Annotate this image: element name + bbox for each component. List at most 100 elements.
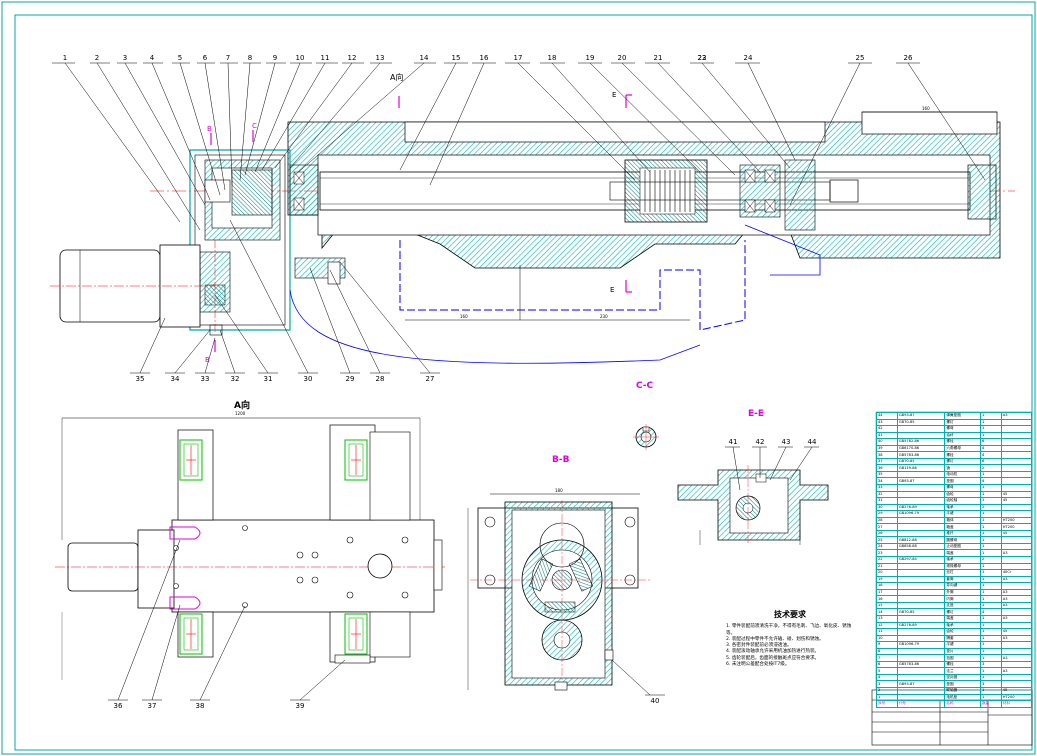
balloons-a-view: 36 37 38 39 bbox=[114, 702, 305, 710]
balloon-44: 44 bbox=[808, 438, 817, 446]
balloon-33: 33 bbox=[201, 375, 210, 383]
balloon-24: 24 bbox=[744, 54, 753, 62]
balloon-8: 8 bbox=[248, 54, 252, 62]
note-item: 5. 齿轮装配后，齿面的接触斑点应符合要求。 bbox=[726, 655, 820, 661]
balloon-29: 29 bbox=[346, 375, 355, 383]
notes-title: 技术要求 bbox=[774, 610, 806, 619]
balloon-42: 42 bbox=[756, 438, 765, 446]
balloon-12: 12 bbox=[348, 54, 357, 62]
balloon-1: 1 bbox=[63, 54, 67, 62]
dim-main-left: 160 bbox=[460, 314, 468, 319]
balloon-38: 38 bbox=[196, 702, 205, 710]
balloon-26: 26 bbox=[904, 54, 913, 62]
parts-header-cell: 材料 bbox=[1000, 700, 1033, 708]
balloon-22: 22 bbox=[698, 54, 707, 62]
balloon-6: 6 bbox=[203, 54, 208, 62]
balloon-10: 10 bbox=[296, 54, 305, 62]
section-bb: 180 bbox=[467, 488, 650, 691]
balloon-13: 13 bbox=[376, 54, 385, 62]
balloon-39: 39 bbox=[296, 702, 305, 710]
parts-header-cell: 数量 bbox=[979, 700, 1002, 708]
balloons-ee: 41 42 43 44 bbox=[729, 438, 817, 446]
balloon-7: 7 bbox=[226, 54, 230, 62]
balloon-21: 21 bbox=[654, 54, 663, 62]
leader-lines-a-view bbox=[108, 539, 346, 701]
balloon-41: 41 bbox=[729, 438, 738, 446]
balloon-35: 35 bbox=[136, 375, 145, 383]
balloon-40: 40 bbox=[651, 697, 660, 705]
note-item: 4. 装配滚动轴承允许采用机油加热进行热装。 bbox=[726, 649, 820, 655]
balloon-25: 25 bbox=[856, 54, 865, 62]
balloon-27: 27 bbox=[426, 375, 435, 383]
parts-header-row: 序号代号名称数量材料 bbox=[876, 700, 1033, 708]
balloon-36: 36 bbox=[114, 702, 123, 710]
section-ee bbox=[677, 465, 829, 545]
balloon-14: 14 bbox=[420, 54, 429, 62]
technical-requirements: 技术要求 1. 零件装配前须清洗干净，不得有毛刺、飞边、氧化皮、锈蚀等。2. 装… bbox=[726, 610, 854, 668]
dim-main-right: 230 bbox=[600, 314, 608, 319]
bb-title: B-B bbox=[552, 455, 570, 465]
balloon-32: 32 bbox=[231, 375, 240, 383]
ee-title: E-E bbox=[748, 409, 764, 419]
note-item: 1. 零件装配前须清洗干净，不得有毛刺、飞边、氧化皮、锈蚀等。 bbox=[726, 624, 852, 636]
balloon-17: 17 bbox=[514, 54, 523, 62]
balloon-16: 16 bbox=[480, 54, 489, 62]
leader-lines-ee bbox=[725, 446, 819, 491]
balloon-19: 19 bbox=[586, 54, 595, 62]
balloon-28: 28 bbox=[376, 375, 385, 383]
main-view-label: A向 bbox=[390, 72, 403, 82]
a-view: 1200 bbox=[55, 399, 445, 680]
section-b-top: B bbox=[207, 125, 212, 133]
dim-main-top: 160 bbox=[922, 106, 930, 111]
note-item: 3. 各密封件装配前必须浸透油。 bbox=[726, 643, 792, 649]
balloon-4: 4 bbox=[150, 54, 155, 62]
balloon-30: 30 bbox=[304, 375, 313, 383]
right-bearing bbox=[739, 164, 781, 218]
parts-header-cell: 代号 bbox=[896, 700, 946, 708]
balloon-2: 2 bbox=[95, 54, 99, 62]
balloon-43: 43 bbox=[782, 438, 791, 446]
balloon-20: 20 bbox=[618, 54, 627, 62]
balloon-5: 5 bbox=[178, 54, 182, 62]
notes-list: 1. 零件装配前须清洗干净，不得有毛刺、飞边、氧化皮、锈蚀等。2. 装配过程中零… bbox=[726, 624, 854, 668]
balloon-23: 23 bbox=[698, 54, 707, 62]
balloon-15: 15 bbox=[452, 54, 461, 62]
a-view-title: A向 bbox=[234, 399, 250, 411]
balloons-bottom: 35 34 33 32 31 30 29 28 27 bbox=[136, 375, 435, 383]
section-b-bottom: B bbox=[205, 356, 210, 364]
balloon-18: 18 bbox=[548, 54, 557, 62]
section-e-bottom: E bbox=[610, 286, 614, 294]
leader-lines-top bbox=[52, 62, 986, 231]
balloon-9: 9 bbox=[273, 54, 277, 62]
section-cc bbox=[633, 424, 659, 450]
balloons-bb: 40 bbox=[651, 697, 660, 705]
dim-bb: 180 bbox=[555, 488, 563, 493]
note-item: 2. 装配过程中零件不允许磕、碰、划伤和锈蚀。 bbox=[726, 636, 824, 642]
note-item: 6. 未注明公差配合处按IT7级。 bbox=[726, 662, 790, 668]
parts-header-cell: 序号 bbox=[876, 700, 898, 708]
balloon-3: 3 bbox=[123, 54, 127, 62]
parts-header-cell: 名称 bbox=[944, 700, 981, 708]
leader-lines-bottom bbox=[130, 219, 440, 374]
balloon-31: 31 bbox=[264, 375, 273, 383]
dim-a-view: 1200 bbox=[235, 411, 246, 416]
cc-title: C-C bbox=[636, 381, 654, 391]
balloon-37: 37 bbox=[148, 702, 157, 710]
balloon-34: 34 bbox=[171, 375, 180, 383]
motor bbox=[50, 244, 215, 328]
section-e-top: E bbox=[612, 91, 616, 99]
section-c-top: C bbox=[252, 122, 257, 130]
